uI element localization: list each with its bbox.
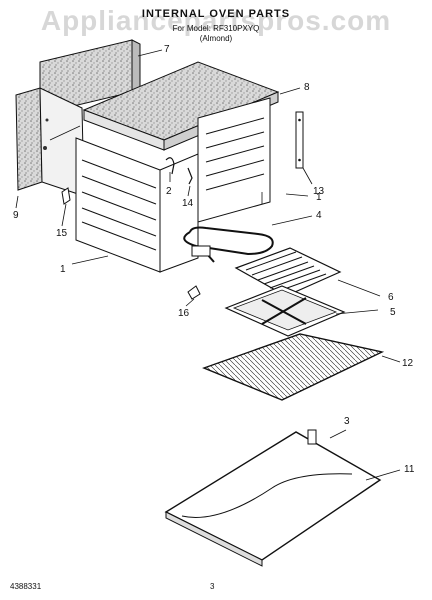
callout-15: 15	[56, 228, 68, 239]
callout-11: 11	[404, 464, 415, 475]
callout-14: 14	[182, 198, 194, 209]
page-title: INTERNAL OVEN PARTS	[141, 8, 291, 20]
callout-1-right: 1	[316, 192, 322, 203]
oven-cavity-body	[75, 97, 271, 273]
callout-4: 4	[316, 210, 322, 221]
element-clip	[165, 157, 175, 175]
bake-element	[183, 226, 274, 263]
oven-rack	[202, 333, 385, 401]
element-terminal	[187, 285, 201, 300]
bake-element-bracket	[187, 167, 193, 185]
callout-8: 8	[304, 82, 310, 93]
model-subtitle: For Model: RF310PXYQ (Almond)	[0, 24, 432, 44]
callout-12: 12	[402, 358, 414, 369]
model-number-line: For Model: RF310PXYQ	[172, 24, 260, 33]
leader-lines	[15, 49, 401, 481]
broiler-pan	[224, 285, 346, 337]
callout-7: 7	[164, 44, 170, 55]
callout-5: 5	[390, 307, 396, 318]
callout-2: 2	[166, 186, 172, 197]
callout-6: 6	[388, 292, 394, 303]
callout-9: 9	[13, 210, 19, 221]
callout-1-left: 1	[60, 264, 66, 275]
page-number: 3	[210, 582, 215, 591]
document-number: 4388331	[10, 582, 42, 591]
color-line: (Almond)	[199, 34, 233, 43]
oven-side-insulation-panel	[15, 87, 85, 197]
oven-bottom-bracket	[307, 429, 317, 445]
oven-bottom	[164, 431, 382, 567]
rack-support-bracket	[295, 111, 304, 169]
callout-13: 13	[313, 186, 325, 197]
callout-3: 3	[344, 416, 350, 427]
callout-16: 16	[178, 308, 190, 319]
rack-stop-clip	[61, 187, 71, 205]
